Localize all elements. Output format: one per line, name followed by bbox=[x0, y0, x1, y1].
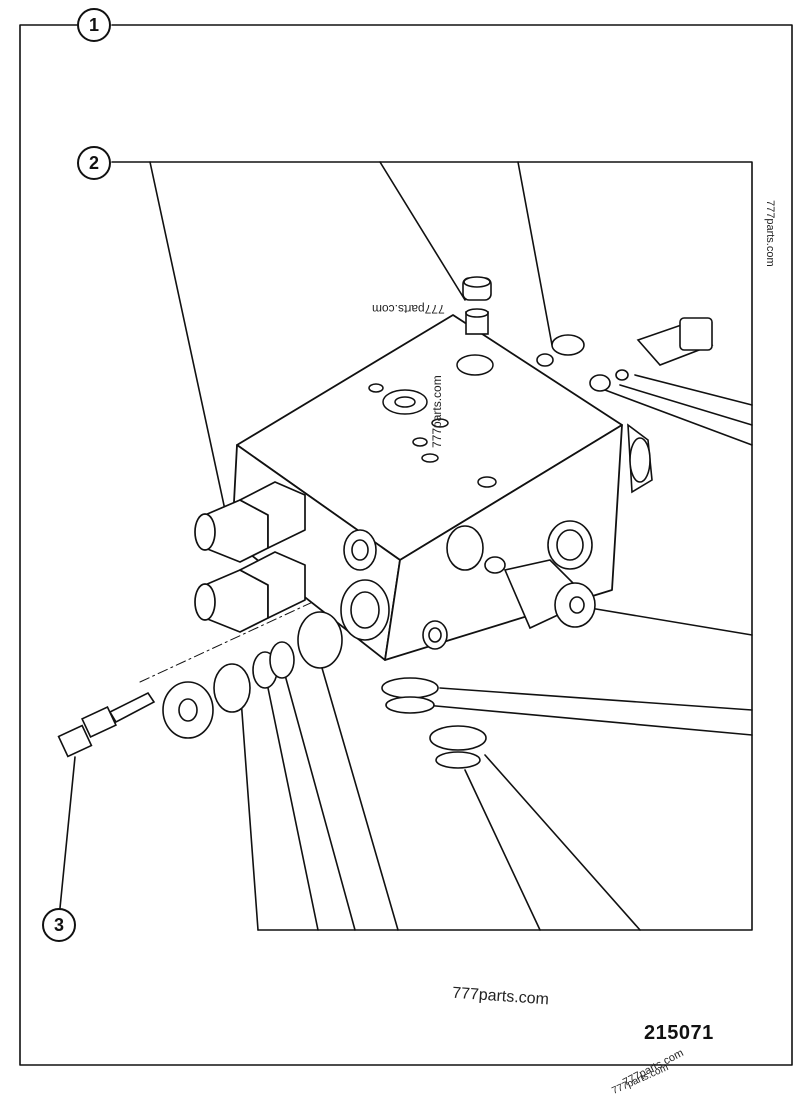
callout-3: 3 bbox=[42, 908, 76, 942]
leader-line bbox=[517, 161, 553, 346]
relief-valve bbox=[484, 556, 596, 630]
hex-plugs bbox=[194, 481, 306, 633]
leader-line bbox=[424, 704, 753, 736]
callout-2: 2 bbox=[77, 146, 111, 180]
bottom-parts bbox=[57, 611, 487, 769]
leader-line bbox=[464, 769, 541, 931]
leader-line bbox=[634, 374, 753, 406]
top-plug bbox=[462, 276, 492, 335]
leader-line bbox=[379, 161, 466, 301]
leader-line bbox=[604, 389, 753, 446]
inner-frame bbox=[111, 161, 753, 931]
top-right-fittings bbox=[536, 317, 714, 392]
centerline bbox=[139, 593, 331, 683]
top-ports bbox=[368, 354, 497, 488]
leader-line bbox=[284, 674, 356, 931]
outer-frame bbox=[19, 24, 793, 1066]
watermark: 777parts.com bbox=[764, 200, 776, 267]
front-ports bbox=[340, 520, 593, 650]
leader-line bbox=[589, 607, 753, 636]
leader-line bbox=[149, 161, 226, 511]
right-side-plug bbox=[627, 423, 653, 494]
leader-line bbox=[267, 687, 319, 931]
leader-line bbox=[59, 756, 76, 909]
watermark: 777parts.com bbox=[372, 302, 445, 316]
leader-line bbox=[321, 667, 399, 931]
leader-line bbox=[439, 687, 753, 711]
leader-line bbox=[619, 384, 753, 426]
drawing-number: 215071 bbox=[644, 1022, 714, 1044]
callout-1: 1 bbox=[77, 8, 111, 42]
leader-line bbox=[239, 684, 259, 931]
leader-line bbox=[484, 754, 641, 931]
watermark: 777parts.com bbox=[430, 375, 444, 448]
